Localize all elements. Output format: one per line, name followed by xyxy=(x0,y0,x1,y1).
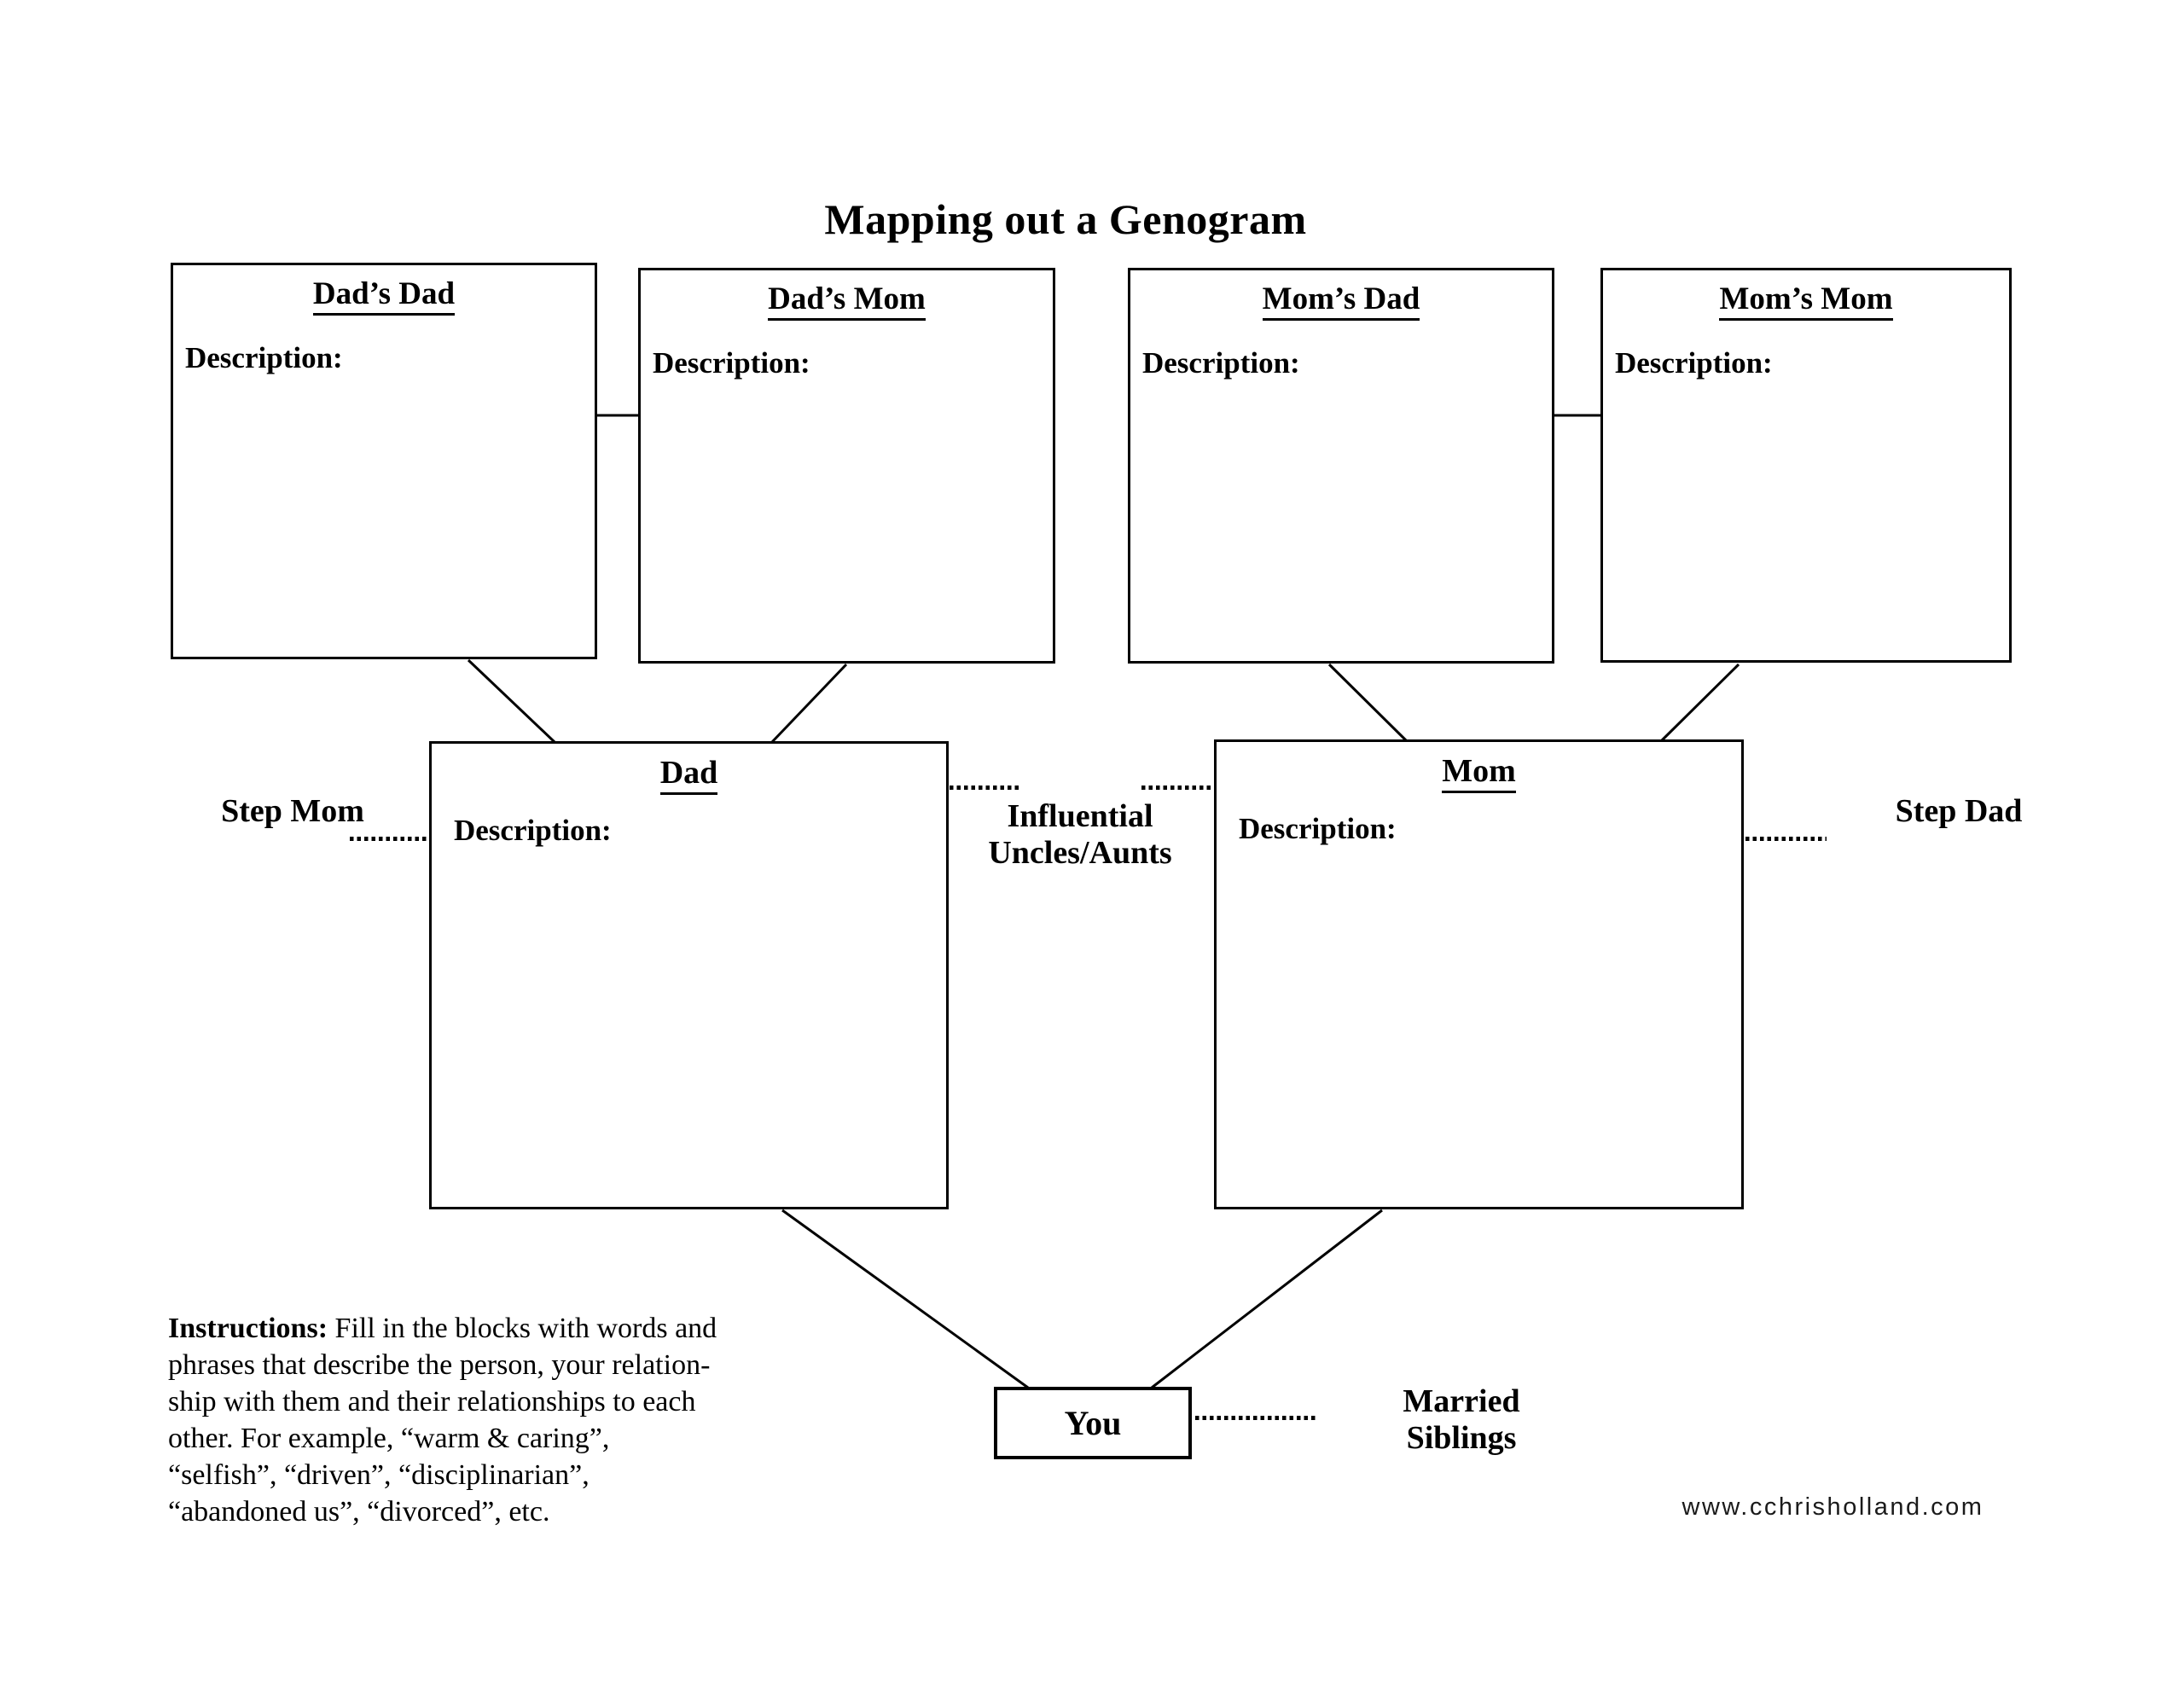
box-moms-mom: Mom’s Mom Description: xyxy=(1600,268,2012,663)
box-moms-dad-description-label: Description: xyxy=(1142,346,1300,380)
instructions-line: “selfish”, “driven”, “disciplinarian”, xyxy=(168,1459,590,1491)
instructions-line: other. For example, “warm & caring”, xyxy=(168,1423,610,1454)
instructions-line: “abandoned us”, “divorced”, etc. xyxy=(168,1496,550,1528)
box-moms-mom-title: Mom’s Mom xyxy=(1603,281,2009,321)
box-dad: Dad Description: xyxy=(429,741,949,1209)
dotted-line-influential-right xyxy=(1141,786,1215,790)
box-dad-title: Dad xyxy=(432,754,946,795)
box-dads-dad-description-label: Description: xyxy=(185,341,343,375)
page-title: Mapping out a Genogram xyxy=(824,195,1307,243)
box-you: You xyxy=(994,1387,1192,1459)
box-you-title: You xyxy=(1064,1404,1122,1442)
box-dads-dad: Dad’s Dad Description: xyxy=(171,263,597,659)
instructions-line: ship with them and their relationships t… xyxy=(168,1386,696,1417)
instructions-block: Instructions: Fill in the blocks with wo… xyxy=(168,1310,782,1530)
line-dads-mom-to-dad xyxy=(770,663,848,744)
label-married-siblings: Married Siblings xyxy=(1403,1383,1520,1456)
instructions-line: Instructions: Fill in the blocks with wo… xyxy=(168,1313,717,1344)
dotted-line-step-mom xyxy=(350,837,430,841)
box-moms-mom-description-label: Description: xyxy=(1615,346,1773,380)
box-dads-mom-title: Dad’s Mom xyxy=(641,281,1053,321)
box-mom: Mom Description: xyxy=(1214,739,1744,1209)
dotted-line-married-siblings xyxy=(1195,1416,1317,1420)
box-moms-dad-title: Mom’s Dad xyxy=(1130,281,1552,321)
line-moms-dad-to-mom xyxy=(1327,663,1408,742)
box-mom-title: Mom xyxy=(1217,752,1741,793)
line-dads-dad-to-dad xyxy=(467,658,556,744)
label-influential-uncles-aunts: Influential Uncles/Aunts xyxy=(988,798,1172,871)
label-step-dad: Step Dad xyxy=(1895,793,2023,829)
line-dad-to-you xyxy=(781,1209,1029,1389)
box-dads-mom: Dad’s Mom Description: xyxy=(638,268,1055,664)
website-url: www.cchrisholland.com xyxy=(1682,1493,1984,1521)
box-dads-mom-description-label: Description: xyxy=(653,346,810,380)
dotted-line-influential-left xyxy=(950,786,1022,790)
label-step-mom: Step Mom xyxy=(221,793,364,829)
instructions-lead-label: Instructions: xyxy=(168,1313,328,1344)
instructions-line: phrases that describe the person, your r… xyxy=(168,1349,711,1381)
line-moms-mom-to-mom xyxy=(1660,663,1740,742)
box-dad-description-label: Description: xyxy=(454,813,612,847)
box-dads-dad-title: Dad’s Dad xyxy=(173,275,595,316)
line-mom-to-you xyxy=(1151,1209,1383,1389)
box-moms-dad: Mom’s Dad Description: xyxy=(1128,268,1554,664)
dotted-line-step-dad xyxy=(1745,837,1827,841)
box-mom-description-label: Description: xyxy=(1239,811,1397,845)
